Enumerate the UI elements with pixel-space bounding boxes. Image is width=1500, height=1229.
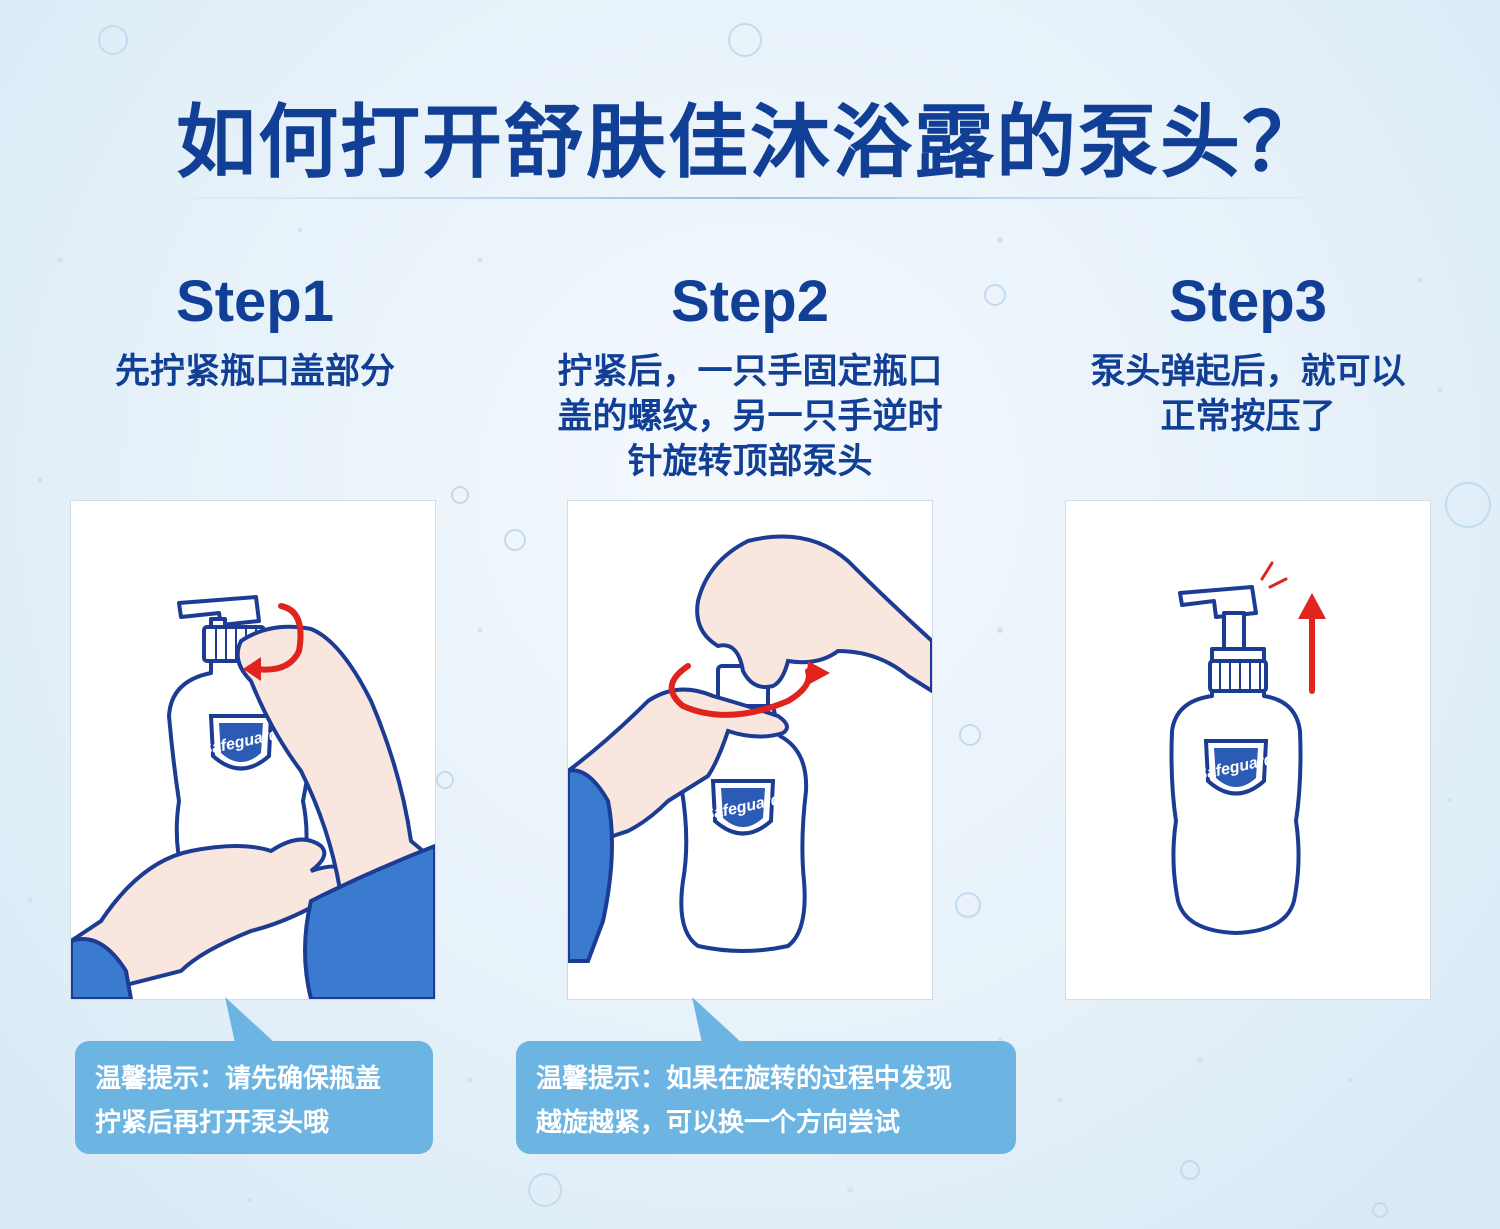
hand-illustration bbox=[695, 534, 932, 694]
step2-illustration: Safeguard bbox=[568, 534, 932, 963]
tip-tail bbox=[225, 997, 275, 1043]
step1-illustration-card: Safeguard bbox=[70, 500, 436, 1000]
step3-desc-line: 泵头弹起后，就可以 bbox=[1090, 352, 1406, 392]
rotate-arrow-icon bbox=[253, 603, 304, 673]
tip-box-1: 温馨提示：请先确保瓶盖 拧紧后再打开泵头哦 bbox=[75, 997, 433, 1154]
pop-marks-icon bbox=[1260, 561, 1288, 589]
page-title: 如何打开舒肤佳沐浴露的泵头？ bbox=[176, 96, 1324, 189]
tip-1-line: 温馨提示：请先确保瓶盖 bbox=[95, 1064, 382, 1094]
step2-heading: Step2 bbox=[671, 269, 829, 334]
sleeve-right bbox=[303, 843, 435, 999]
step2-desc-line: 拧紧后，一只手固定瓶口 bbox=[557, 352, 943, 392]
step3-illustration: Safeguard bbox=[1169, 561, 1326, 935]
step1-desc-line: 先拧紧瓶口盖部分 bbox=[114, 352, 395, 392]
safeguard-logo: Safeguard bbox=[1195, 739, 1276, 796]
step3-description: 泵头弹起后，就可以 正常按压了 bbox=[1018, 350, 1478, 440]
tip-box-2: 温馨提示：如果在旋转的过程中发现 越旋越紧，可以换一个方向尝试 bbox=[516, 997, 1016, 1154]
safeguard-logo: Safeguard bbox=[702, 779, 783, 836]
sleeve-left bbox=[71, 937, 134, 999]
pump-head-shape bbox=[1178, 585, 1258, 619]
tip-tail bbox=[692, 997, 742, 1043]
step1-description: 先拧紧瓶口盖部分 bbox=[25, 350, 485, 395]
bottle-body-shape bbox=[1169, 689, 1303, 935]
step2-illustration-card: Safeguard bbox=[567, 500, 933, 1000]
rotate-arrow-icon bbox=[668, 663, 812, 718]
tip-2-line: 温馨提示：如果在旋转的过程中发现 bbox=[536, 1064, 953, 1094]
step3-illustration-card: Safeguard bbox=[1065, 500, 1431, 1000]
step2-desc-line: 针旋转顶部泵头 bbox=[627, 442, 873, 482]
hand-illustration bbox=[71, 837, 354, 999]
title-divider bbox=[150, 197, 1350, 199]
step1-heading: Step1 bbox=[176, 269, 334, 334]
step3-heading: Step3 bbox=[1169, 269, 1327, 334]
up-arrow-icon bbox=[1298, 593, 1326, 694]
step2-desc-line: 盖的螺纹，另一只手逆时 bbox=[557, 397, 943, 437]
safeguard-logo: Safeguard bbox=[200, 714, 281, 771]
step3-desc-line: 正常按压了 bbox=[1160, 397, 1336, 437]
sleeve-left bbox=[568, 768, 614, 963]
step2-description: 拧紧后，一只手固定瓶口 盖的螺纹，另一只手逆时 针旋转顶部泵头 bbox=[520, 350, 980, 485]
tip-1-line: 拧紧后再打开泵头哦 bbox=[95, 1108, 330, 1138]
tip-2-line: 越旋越紧，可以换一个方向尝试 bbox=[536, 1108, 901, 1138]
step1-illustration: Safeguard bbox=[71, 595, 435, 999]
